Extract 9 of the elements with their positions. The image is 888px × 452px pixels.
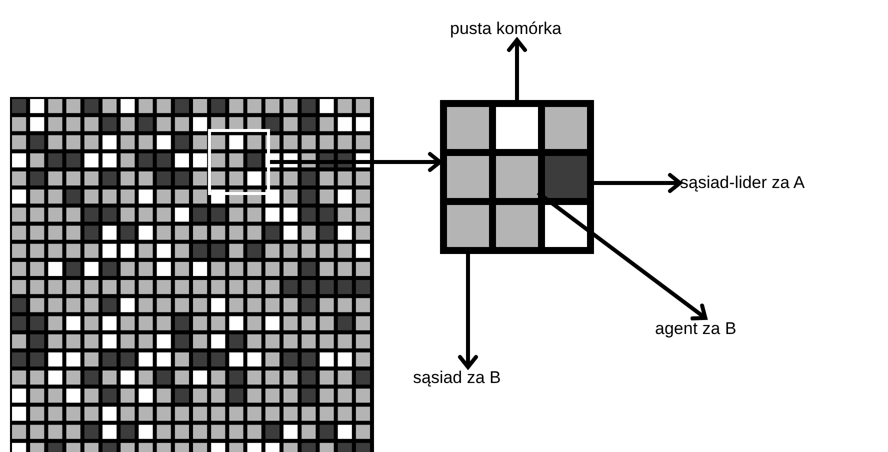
arrow [536,191,708,320]
cell-grid-drawing [10,97,374,452]
arrow [270,152,442,172]
callout-label: sąsiad-lider za A [680,172,805,194]
callout-label: agent za B [655,318,736,340]
neighbourhood-grid [440,100,594,254]
selection-frame [208,129,270,195]
callout-label: sąsiad za B [413,367,501,389]
callout-label: pusta komórka [450,18,562,40]
